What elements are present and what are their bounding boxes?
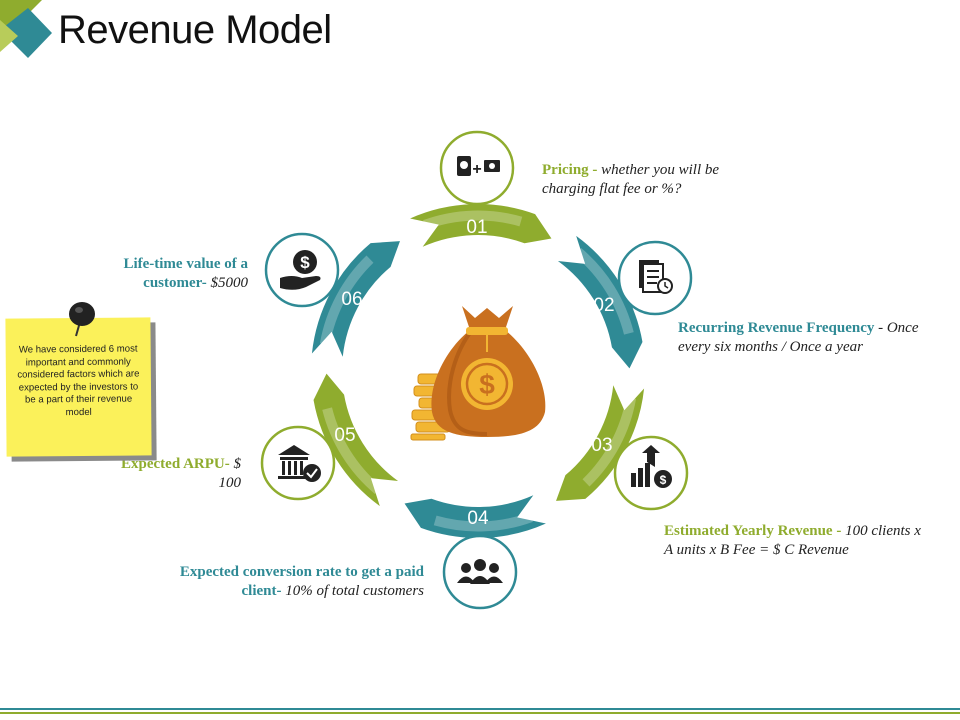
step-number-02: 02 xyxy=(593,295,614,316)
sticky-note: We have considered 6 most important and … xyxy=(5,317,152,457)
page-title: Revenue Model xyxy=(58,8,332,52)
step-01-label: Pricing - whether you will be charging f… xyxy=(542,162,720,197)
cycle-segment-03 xyxy=(556,385,645,501)
bottom-rule-teal xyxy=(0,708,960,710)
step-number-04: 04 xyxy=(467,508,489,529)
bottom-rule-green xyxy=(0,712,960,714)
people-group-icon xyxy=(442,534,518,610)
sticky-note-text: We have considered 6 most important and … xyxy=(17,343,140,419)
step-04-label: Expected conversion rate to get a paid c… xyxy=(179,564,424,599)
cycle-segment-highlight xyxy=(319,255,374,345)
growth-chart-dollar-icon: $ xyxy=(613,435,689,511)
step-number-01: 01 xyxy=(466,217,487,238)
cycle-segment-highlight xyxy=(574,248,634,335)
step-05-label: Expected ARPU- $ 100 xyxy=(121,456,241,491)
cycle-segment-highlight xyxy=(322,407,382,494)
step-number-06: 06 xyxy=(341,289,362,310)
cycle-segment-highlight xyxy=(433,512,533,532)
bank-check-icon xyxy=(260,425,336,501)
cycle-segment-01 xyxy=(410,204,552,247)
svg-text:$: $ xyxy=(479,369,495,400)
corner-diamond-decoration xyxy=(0,0,52,58)
svg-text:$: $ xyxy=(300,253,310,272)
svg-text:+: + xyxy=(472,161,481,178)
cycle-segment-05 xyxy=(313,373,399,507)
cycle-segment-highlight xyxy=(423,210,523,230)
step-03-label: Estimated Yearly Revenue - 100 clients x… xyxy=(664,523,921,558)
money-exchange-icon: + xyxy=(439,130,515,206)
cycle-segment-06 xyxy=(311,241,400,357)
cycle-segment-04 xyxy=(404,495,546,538)
step-number-05: 05 xyxy=(334,425,355,446)
step-number-03: 03 xyxy=(591,435,612,456)
step-02-label: Recurring Revenue Frequency - Once every… xyxy=(678,320,919,355)
step-06-label: Life-time value of a customer- $5000 xyxy=(123,256,248,291)
cycle-segment-02 xyxy=(557,235,643,369)
money-bag-icon: $ xyxy=(410,306,546,441)
pushpin-icon xyxy=(69,302,95,337)
hand-dollar-icon: $ xyxy=(264,232,340,308)
svg-text:$: $ xyxy=(660,473,667,487)
cycle-segment-highlight xyxy=(582,397,637,487)
document-clock-icon xyxy=(617,240,693,316)
